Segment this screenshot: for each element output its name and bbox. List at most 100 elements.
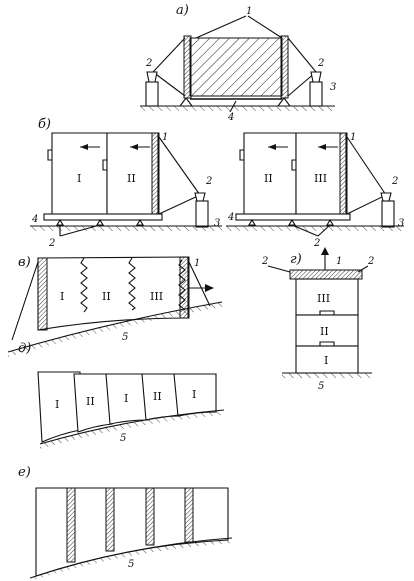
edge-strip-left <box>183 35 192 99</box>
block-supports <box>179 97 291 107</box>
leader-line <box>267 265 291 273</box>
edge-strip-right <box>280 35 289 99</box>
ground-hatch <box>8 302 222 357</box>
callout-1: 1 <box>246 6 252 17</box>
key-notch <box>319 310 335 346</box>
joint-strip <box>184 487 194 543</box>
callout-4: 4 <box>227 212 234 223</box>
key-notch <box>239 149 296 171</box>
joint-strip <box>105 487 115 552</box>
arrow-left-icon <box>130 144 138 150</box>
block-III <box>295 278 359 316</box>
rollers <box>248 218 334 226</box>
panel-b-label: б) <box>38 117 51 132</box>
panel-g: г) 2 2 1 III II I 5 <box>261 247 374 392</box>
roman-III: III <box>317 292 330 305</box>
ground-hatch <box>40 410 224 449</box>
roman-II: II <box>127 172 136 185</box>
roman-III: III <box>314 172 327 185</box>
edge-strip <box>151 132 160 215</box>
callout-1: 1 <box>336 256 342 267</box>
joint-strip <box>145 487 155 546</box>
panel-d-label: д) <box>18 341 31 356</box>
leader-line <box>357 265 369 273</box>
callout-5: 5 <box>120 433 126 444</box>
ground-hatch <box>30 226 222 231</box>
leader-line <box>291 224 319 237</box>
roman-I: I <box>324 354 328 367</box>
jack-right <box>310 71 322 83</box>
cable <box>346 136 387 196</box>
callout-2: 2 <box>145 58 152 69</box>
roman-III: III <box>150 290 163 303</box>
callout-5: 5 <box>122 332 128 343</box>
panel-d: д) I II I II I 5 <box>18 341 225 449</box>
leader-line <box>317 224 331 237</box>
panel-a-label: а) <box>176 3 189 18</box>
callout-1: 1 <box>350 132 356 143</box>
roman-II: II <box>264 172 273 185</box>
callout-2: 2 <box>48 238 55 249</box>
panel-v-label: в) <box>18 255 31 270</box>
cable <box>158 194 201 215</box>
callout-2: 2 <box>261 256 268 267</box>
ground-hatch <box>30 538 232 581</box>
cable <box>152 71 186 97</box>
roman-II: II <box>320 325 329 338</box>
jack <box>194 192 206 202</box>
leader-line <box>59 224 101 237</box>
edge-strip <box>339 132 348 215</box>
panel-b: б) I II 1 2 3 4 2 <box>30 117 222 249</box>
jack-left <box>146 71 158 83</box>
ground-hatch <box>226 226 404 231</box>
block-II <box>295 314 359 347</box>
zigzag-joint <box>80 257 88 313</box>
support-post <box>381 200 395 228</box>
support-post <box>195 200 209 228</box>
callout-2: 2 <box>205 176 212 187</box>
callout-4: 4 <box>31 214 38 225</box>
callout-1: 1 <box>194 258 200 269</box>
roman-I: I <box>60 290 64 303</box>
joint-strip <box>66 487 76 563</box>
callout-5: 5 <box>318 381 324 392</box>
key-notch <box>47 149 107 171</box>
jack <box>380 192 392 202</box>
ground-hatch <box>282 373 372 378</box>
ground-hatch <box>140 106 335 111</box>
hatched-block <box>189 37 283 97</box>
lifting-beam <box>289 269 363 280</box>
panel-e: е) 5 <box>18 465 233 581</box>
leader-line <box>195 15 247 39</box>
zigzag-joint <box>178 259 186 311</box>
cable <box>287 37 317 73</box>
callout-2: 2 <box>367 256 374 267</box>
callout-3: 3 <box>398 218 404 229</box>
roman-II: II <box>102 290 111 303</box>
callout-5: 5 <box>128 559 134 570</box>
roman-I: I <box>55 398 59 411</box>
cable <box>11 261 39 341</box>
rollers <box>56 218 144 226</box>
zigzag-joint <box>128 257 136 311</box>
roman-I: I <box>192 388 196 401</box>
arrow-up-icon <box>321 247 329 255</box>
callout-2: 2 <box>317 58 324 69</box>
edge-strip-left <box>37 257 48 331</box>
base-rail <box>235 213 351 221</box>
panel-g-label: г) <box>290 252 302 267</box>
cable <box>158 136 201 196</box>
callout-2: 2 <box>313 238 320 249</box>
cable <box>152 37 186 73</box>
panel-v: в) I II III 1 5 <box>7 255 223 357</box>
callout-2: 2 <box>391 176 398 187</box>
support-post-left <box>145 81 159 107</box>
roman-I: I <box>77 172 81 185</box>
roman-II: II <box>153 390 162 403</box>
roman-II: II <box>86 395 95 408</box>
panel-a: а) 1 2 2 3 4 <box>140 3 336 123</box>
callout-1: 1 <box>162 132 168 143</box>
panel-b-right: II III 1 2 3 4 2 <box>226 132 404 249</box>
callout-3: 3 <box>330 82 336 93</box>
